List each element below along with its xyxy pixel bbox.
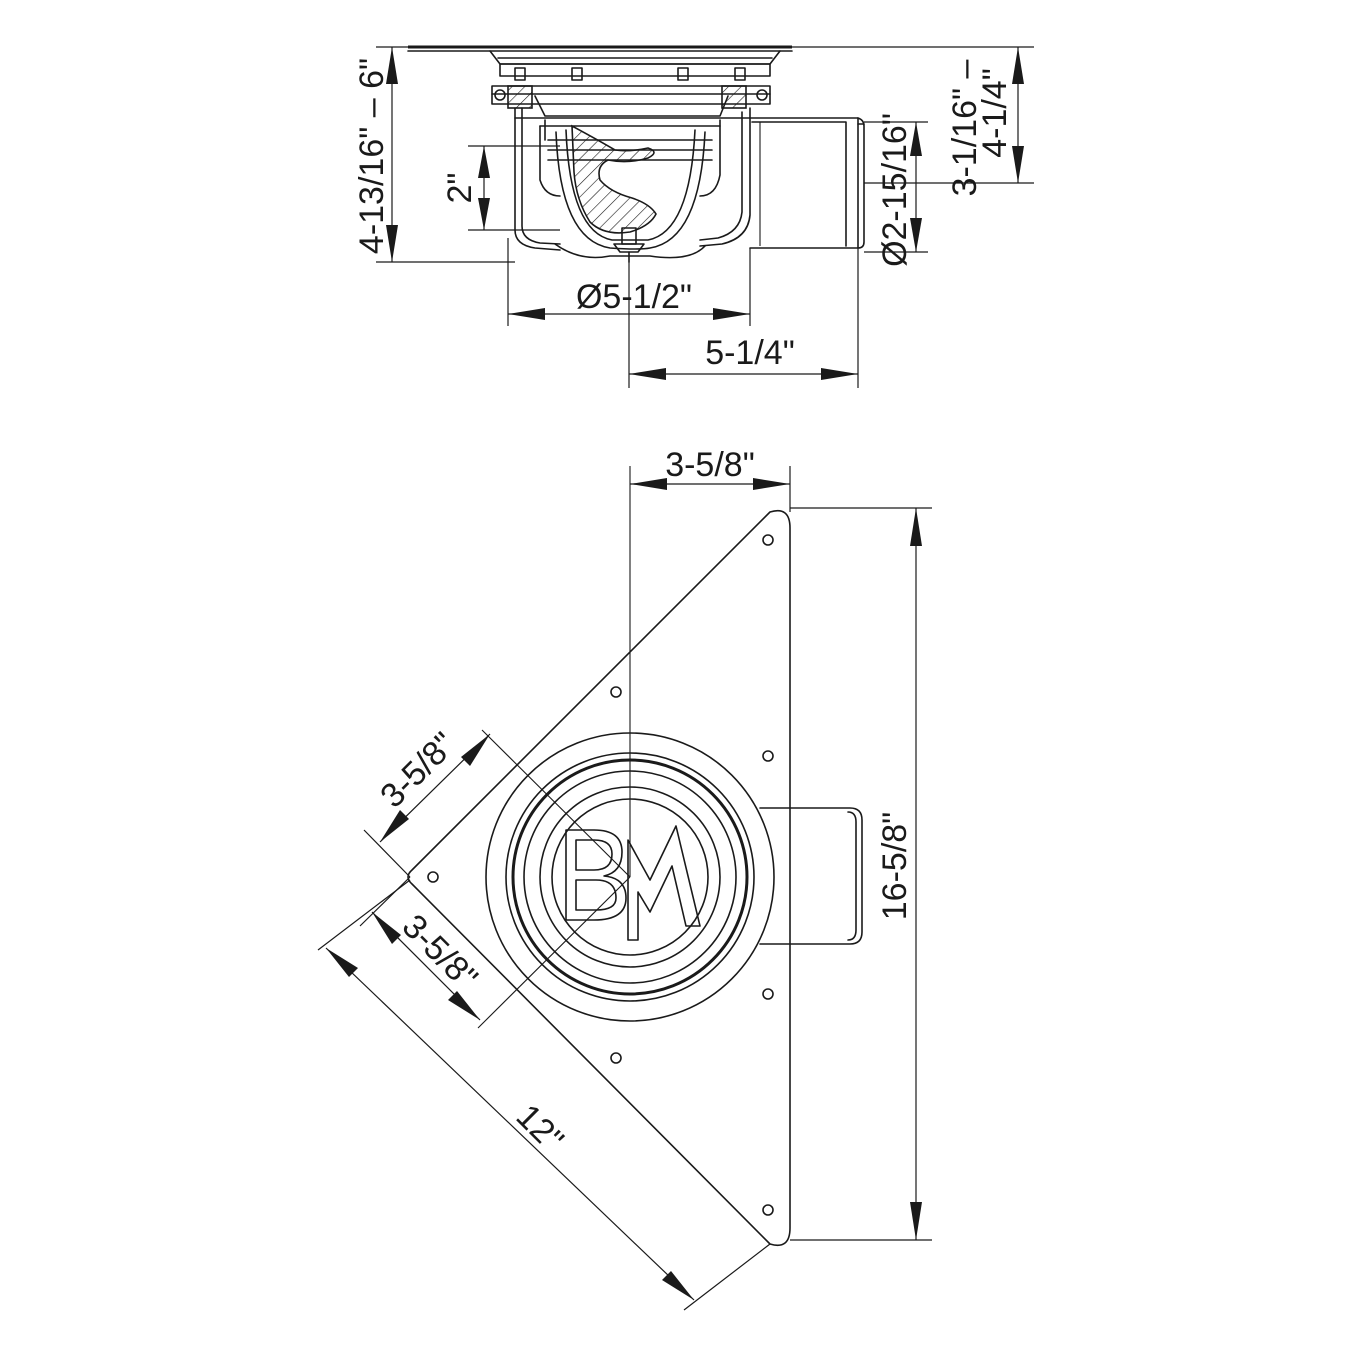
plan-view: 3-5/8" 16-5/8" 3-5/8" 3-5/8" <box>317 446 932 1311</box>
dim-outlet-height: 3-1/16" – 4-1/4" <box>792 46 1034 197</box>
dim-left-lower-offset-label: 3-5/8" <box>395 907 485 997</box>
bm-logo <box>565 825 701 941</box>
dim-right-height: 16-5/8" <box>790 507 932 1241</box>
dim-water-seal: 2" <box>441 145 560 231</box>
side-outlet <box>749 117 865 249</box>
dim-overall-height-label: 4-13/16" – 6" <box>353 58 391 254</box>
dim-overall-height: 4-13/16" – 6" <box>353 46 515 263</box>
dim-outlet-offset-label: 5-1/4" <box>705 334 795 372</box>
plan-side-outlet <box>759 807 863 945</box>
clamping-ring <box>491 85 771 117</box>
dim-outlet-diameter: Ø2-15/16" <box>864 113 928 267</box>
dim-outlet-height-label-1: 3-1/16" – <box>946 60 984 197</box>
dim-right-height-label: 16-5/8" <box>876 812 914 920</box>
dim-top-offset-label: 3-5/8" <box>665 446 755 484</box>
dim-outlet-diameter-label: Ø2-15/16" <box>876 113 914 267</box>
dim-left-upper-offset-label: 3-5/8" <box>373 725 463 815</box>
trap-bell-section <box>571 124 657 234</box>
dim-top-offset: 3-5/8" <box>630 446 791 512</box>
dim-water-seal-label: 2" <box>441 173 479 204</box>
dim-outlet-offset: 5-1/4" <box>628 248 859 388</box>
dim-body-diameter-label: Ø5-1/2" <box>576 278 692 316</box>
plan-center-lines <box>477 466 631 1029</box>
dim-diagonal-length: 12" <box>317 879 771 1311</box>
drain-body <box>514 107 751 263</box>
top-grating <box>407 45 793 81</box>
triangular-flange <box>407 509 791 1247</box>
dim-diagonal-length-label: 12" <box>509 1097 571 1159</box>
section-view: 4-13/16" – 6" 2" 3-1/16" – 4-1/4" <box>353 45 1034 388</box>
mounting-holes <box>427 534 774 1216</box>
dim-outlet-height-label-2: 4-1/4" <box>976 68 1014 158</box>
